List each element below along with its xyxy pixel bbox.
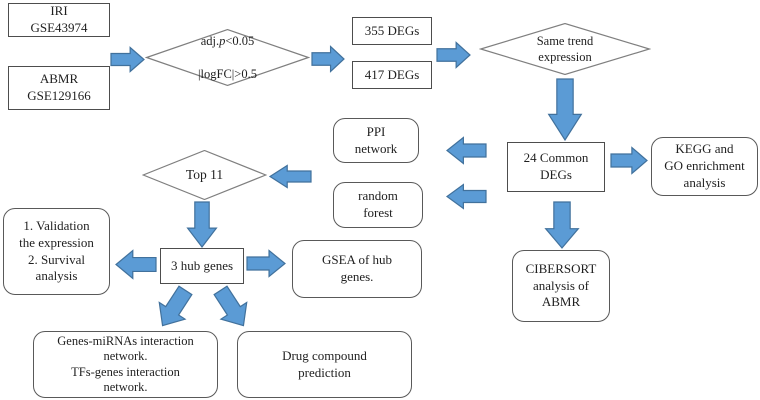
arrow-left-commondegs-to-ppi-icon: [447, 137, 486, 164]
arrow-down-commondegs-to-cibersort-icon: [545, 202, 579, 248]
node-top11: Top 11: [142, 150, 267, 200]
node-ppi-network-label: PPI network: [354, 123, 398, 156]
node-mirna-tf-networks: Genes-miRNAs interaction network. TFs-ge…: [33, 331, 218, 398]
node-cibersort-label: CIBERSORT analysis of ABMR: [525, 260, 597, 310]
arrow-diagonal-hubgenes-to-mirna-icon: [149, 282, 199, 335]
node-top11-label: Top 11: [185, 167, 224, 183]
node-same-trend: Same trend expression: [479, 23, 651, 75]
node-filter-criteria: adj.p<0.05 |logFC|>0.5: [145, 29, 310, 86]
node-iri-dataset: IRI GSE43974: [8, 3, 110, 37]
node-417-degs-label: 417 DEGs: [364, 66, 420, 82]
node-hub-genes: 3 hub genes: [160, 248, 244, 284]
arrow-left-commondegs-to-randomforest-icon: [447, 184, 486, 209]
node-cibersort-analysis: CIBERSORT analysis of ABMR: [512, 250, 610, 322]
node-kegg-go-label: KEGG and GO enrichment analysis: [664, 141, 745, 190]
node-kegg-go-enrichment: KEGG and GO enrichment analysis: [651, 137, 758, 196]
arrow-right-filter-to-degs-icon: [312, 46, 344, 72]
node-validation-label: 1. Validation the expression 2. Survival…: [19, 217, 94, 284]
node-355-degs: 355 DEGs: [352, 17, 432, 45]
arrow-diagonal-hubgenes-to-drug-icon: [207, 282, 257, 335]
node-validation-survival: 1. Validation the expression 2. Survival…: [3, 208, 110, 295]
arrow-right-hubgenes-to-gsea-icon: [247, 250, 285, 277]
arrow-left-to-top11-icon: [270, 165, 311, 188]
node-ppi-network: PPI network: [333, 118, 419, 163]
node-417-degs: 417 DEGs: [352, 61, 432, 89]
node-abmr-dataset: ABMR GSE129166: [8, 66, 110, 110]
node-same-trend-label: Same trend expression: [536, 33, 594, 64]
node-filter-criteria-label: adj.p<0.05 |logFC|>0.5: [198, 34, 257, 81]
node-iri-label: IRI GSE43974: [30, 3, 88, 35]
arrow-right-commondegs-to-kegg-icon: [611, 147, 647, 174]
diamond-shape-icon: [145, 29, 310, 86]
diamond-shape-icon: [142, 150, 267, 200]
node-random-forest: random forest: [333, 182, 423, 228]
diamond-shape-icon: [479, 23, 651, 75]
node-random-forest-label: random forest: [358, 188, 398, 220]
node-abmr-label: ABMR GSE129166: [27, 71, 91, 103]
arrow-down-top11-to-hubgenes-icon: [187, 202, 217, 247]
arrow-left-hubgenes-to-validation-icon: [116, 250, 156, 279]
arrow-right-degs-to-sametrend-icon: [437, 42, 470, 68]
node-hub-genes-label: 3 hub genes: [170, 257, 234, 273]
node-gsea-label: GSEA of hub genes.: [321, 252, 393, 284]
node-355-degs-label: 355 DEGs: [364, 22, 420, 38]
arrow-down-sametrend-to-commondegs-icon: [548, 79, 582, 140]
node-drug-label: Drug compound prediction: [282, 347, 367, 380]
node-gsea-hub-genes: GSEA of hub genes.: [292, 240, 422, 298]
node-drug-prediction: Drug compound prediction: [237, 331, 412, 398]
node-mirna-tf-label: Genes-miRNAs interaction network. TFs-ge…: [57, 334, 194, 394]
node-common-degs-label: 24 Common DEGs: [523, 150, 589, 182]
arrow-right-datasets-to-filter-icon: [111, 47, 144, 72]
node-common-degs: 24 Common DEGs: [507, 142, 605, 192]
